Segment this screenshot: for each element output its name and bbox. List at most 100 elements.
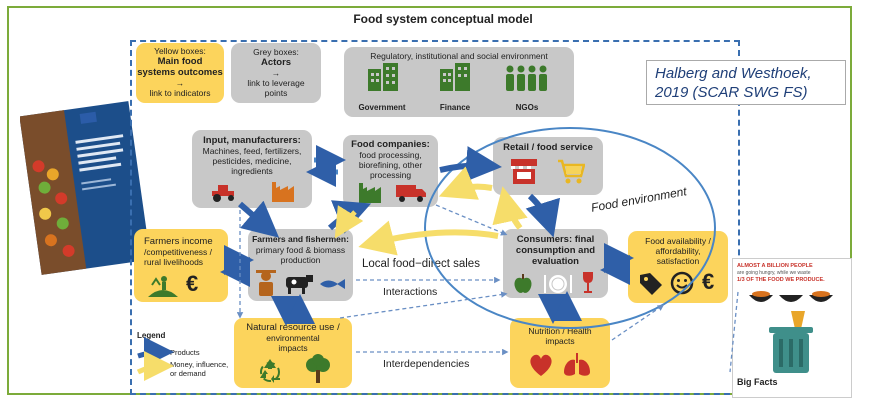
arrow-inputs-to-farmers (238, 200, 280, 238)
euro-symbol: € (186, 271, 199, 296)
consumers-box: Consumers: final consumption and evaluat… (503, 229, 608, 298)
tractor-icon (212, 185, 234, 202)
tree-icon (306, 354, 330, 383)
nutrition-health-box: Nutrition / Health impacts (510, 318, 610, 388)
key-grey-line-4: points (264, 88, 288, 98)
plate-cutlery-icon (544, 275, 572, 293)
arrow-money-food-companies-to-farmers (334, 205, 364, 239)
key-grey-line-1: Grey boxes: (253, 47, 299, 57)
inputs-line-1: Machines, feed, fertilizers, (202, 146, 302, 156)
interactions-label: Interactions (383, 286, 438, 298)
truck-icon (396, 185, 426, 202)
lungs-icon (564, 353, 590, 376)
poster-footer: Big Facts (737, 377, 778, 387)
arrow-food-companies-to-retail (439, 146, 502, 182)
legend-products: Products (170, 348, 200, 357)
poster-line-2: are going hungry, while we waste (737, 270, 811, 276)
farmers-income-line-2: /competitiveness / (144, 247, 213, 257)
key-yellow-line-2: Main food (157, 56, 203, 67)
consumers-line-3: evaluation (532, 256, 579, 267)
nutrition-line-2: impacts (545, 336, 575, 346)
retail-food-service-box: Retail / food service (493, 137, 603, 195)
waste-bin-icon (769, 311, 813, 373)
people-group-icon (506, 65, 547, 91)
report-cover-image (20, 101, 150, 275)
shopping-cart-icon (558, 159, 585, 184)
legend-products-arrow (137, 337, 174, 368)
euro-symbol: € (702, 269, 715, 294)
wine-glass-icon (583, 272, 593, 293)
inputs-title: Input, manufacturers: (203, 135, 301, 146)
citation-line-2: 2019 (SCAR SWG FS) (655, 84, 808, 101)
inputs-line-2: pesticides, medicine, (212, 156, 292, 166)
food-companies-box: Food companies: food processing, biorefi… (343, 135, 438, 207)
arrow-money-local-food (358, 220, 499, 256)
natural-resource-box: Natural resource use / environmental imp… (234, 318, 352, 388)
key-yellow-boxes: Yellow boxes: Main food systems outcomes… (136, 43, 224, 103)
input-manufacturers-box: Input, manufacturers: Machines, feed, fe… (192, 130, 312, 208)
farmers-income-line-3: rural livelihoods (144, 257, 204, 267)
government-icon (368, 63, 398, 91)
dashed-poster-link (729, 291, 739, 373)
factory-icon (359, 183, 381, 203)
arrow-money-consumers-to-retail (492, 186, 528, 230)
big-facts-poster: ALMOST A BILLION PEOPLE are going hungry… (732, 258, 852, 398)
availability-line-3: satisfaction (656, 256, 700, 266)
farmer-icon (256, 270, 276, 296)
regulatory-title: Regulatory, institutional and social env… (370, 51, 548, 61)
diagram-title: Food system conceptual model (353, 12, 533, 26)
food-environment-ellipse (424, 127, 716, 329)
farmers-income-box: Farmers income /competitiveness / rural … (134, 229, 228, 302)
key-grey-line-2: Actors (260, 57, 292, 68)
shop-icon (511, 159, 537, 184)
key-grey-line-3: link to leverage (247, 78, 305, 88)
key-yellow-line-3: systems outcomes (137, 67, 223, 78)
legend-money-line-2: or demand (170, 369, 206, 378)
food-availability-box: Food availability / affordability, satis… (628, 231, 728, 303)
legend-money-line-1: Money, influence, (170, 360, 229, 369)
food-companies-line-1: food processing, (359, 150, 422, 160)
farmers-line-2: primary food & biomass (255, 245, 346, 255)
finance-icon (440, 63, 470, 91)
heart-icon (530, 354, 552, 376)
food-companies-line-2: biorefining, other (358, 160, 423, 170)
nutrition-line-1: Nutrition / Health (528, 326, 592, 336)
citation-line-1: Halberg and Westhoek, (655, 65, 812, 82)
consumers-line-1: Consumers: final (516, 234, 595, 245)
factory-icon (272, 182, 294, 202)
legend-money-arrow (136, 351, 174, 382)
consumers-line-2: consumption and (515, 245, 596, 256)
dashed-food-companies-to-consumers (435, 204, 508, 236)
label-ngos: NGOs (515, 103, 539, 112)
key-grey-arrow: → (271, 68, 281, 78)
interdependencies-label: Interdependencies (383, 358, 470, 370)
cow-icon (286, 275, 313, 294)
farmers-line-1: Farmers and fishermen: (252, 234, 349, 244)
farmer-field-icon (148, 276, 178, 297)
natural-line-3: impacts (278, 343, 308, 353)
label-government: Government (358, 103, 406, 112)
legend-title: Legend (137, 331, 166, 340)
retail-title: Retail / food service (503, 142, 593, 153)
key-yellow-line-1: Yellow boxes: (154, 46, 206, 56)
local-food-label: Local food−direct sales (362, 258, 480, 270)
fish-icon (320, 279, 345, 289)
key-yellow-arrow: → (175, 78, 185, 88)
recycle-icon (260, 359, 280, 383)
citation: Halberg and Westhoek, 2019 (SCAR SWG FS) (646, 60, 846, 105)
food-companies-title: Food companies: (351, 139, 430, 150)
availability-line-2: affordability, (655, 246, 701, 256)
key-grey-boxes: Grey boxes: Actors → link to leverage po… (231, 43, 321, 103)
food-companies-line-3: processing (369, 170, 412, 180)
dashed-nutrition-to-availability (611, 304, 665, 341)
farmers-fishermen-box: Farmers and fishermen: primary food & bi… (248, 229, 353, 301)
inputs-line-3: ingredients (231, 166, 273, 176)
apple-icon (514, 274, 532, 293)
label-finance: Finance (439, 103, 471, 112)
arrow-retail-to-consumers (525, 193, 561, 238)
natural-line-2: environmental (266, 333, 320, 343)
farmers-line-3: production (280, 255, 321, 265)
poster-line-3: 1/3 OF THE FOOD WE PRODUCE. (737, 277, 825, 283)
food-bowls-icon (749, 291, 833, 302)
